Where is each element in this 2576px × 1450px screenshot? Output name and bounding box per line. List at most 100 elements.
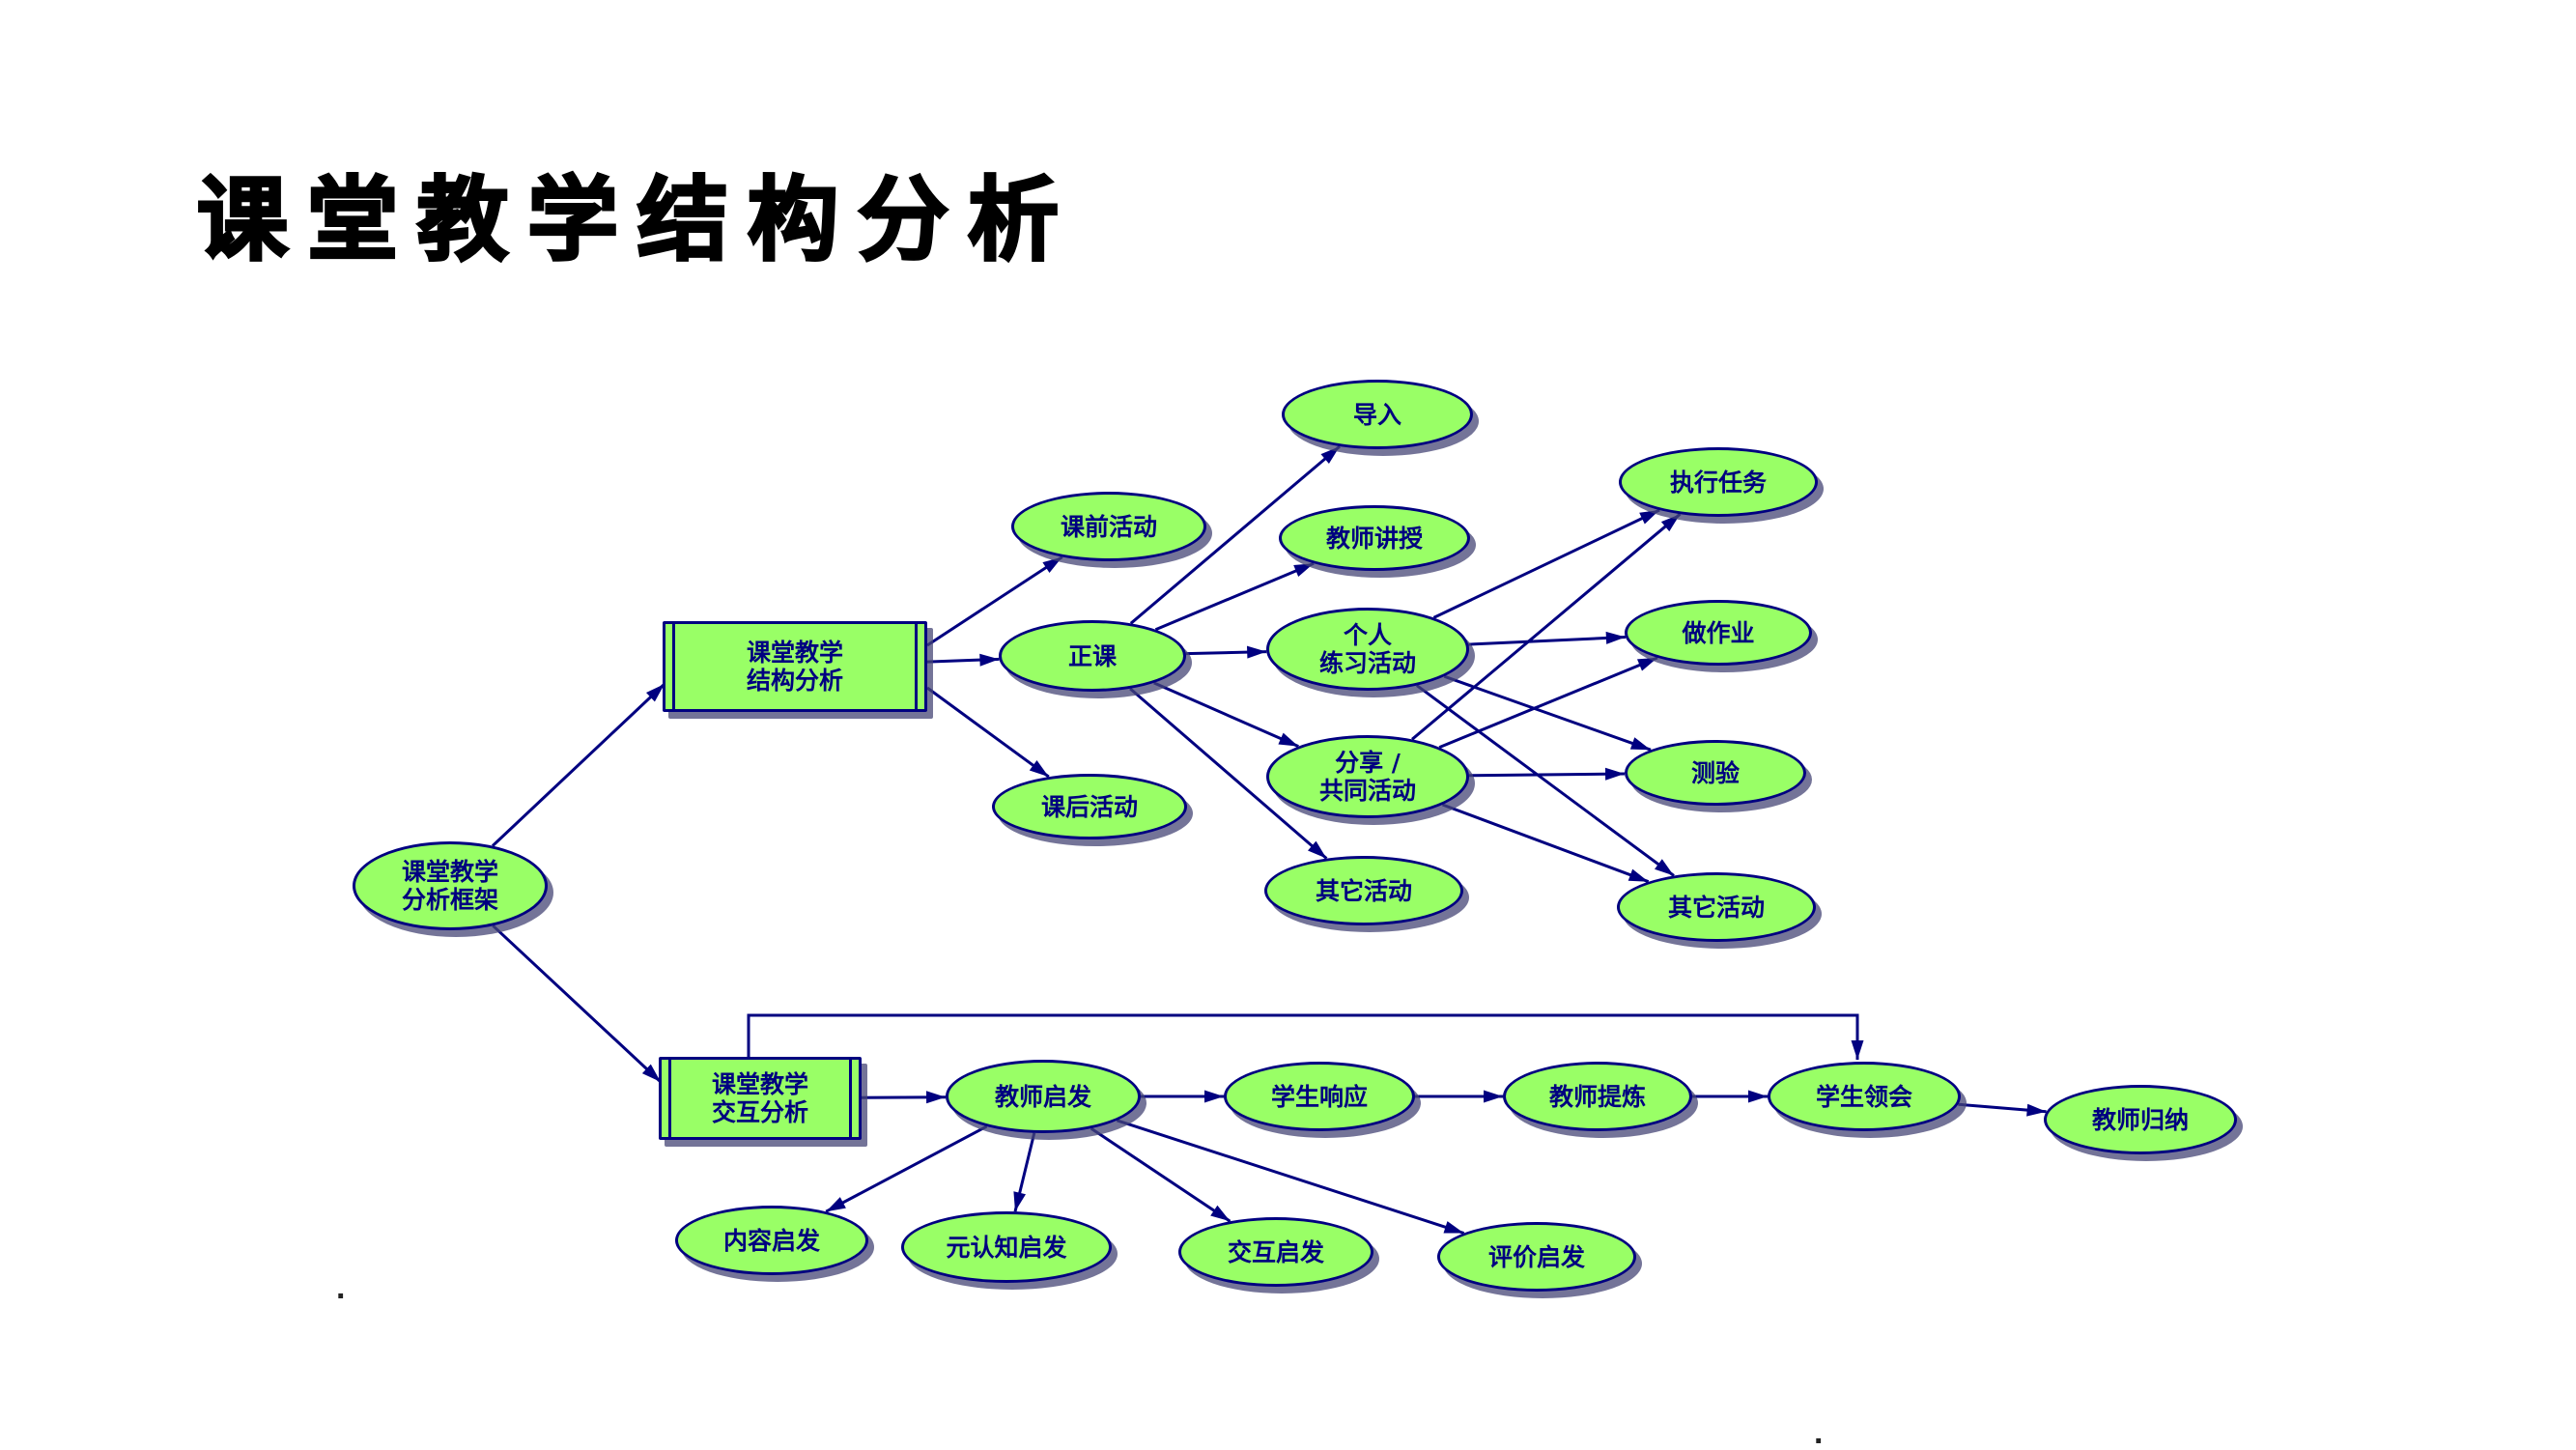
arrowhead: [926, 1091, 946, 1104]
node-label: 导入: [1352, 400, 1401, 429]
node-label: 课前活动: [1060, 512, 1157, 541]
edge-individual-task: [1432, 508, 1660, 619]
node-label: 其它活动: [1667, 893, 1765, 922]
stray-dot: .: [1814, 1414, 1824, 1450]
node-label: 评价启发: [1487, 1242, 1585, 1271]
node-label: 个人: [1343, 621, 1392, 649]
arrowhead: [1637, 657, 1657, 671]
node-struct: 课堂教学结构分析: [663, 621, 927, 712]
node-label: 交互分析: [711, 1098, 808, 1126]
node-label: 交互启发: [1227, 1237, 1324, 1266]
rect-side-bar: [668, 1059, 671, 1138]
arrowhead: [1210, 1205, 1231, 1222]
node-label: 课堂教学: [746, 639, 843, 667]
node-label: 教师讲授: [1325, 524, 1423, 553]
edge-interact-s_grasp: [747, 1013, 1859, 1060]
arrowhead: [1851, 1040, 1864, 1060]
node-main: 正课: [999, 620, 1186, 692]
node-label: 共同活动: [1318, 777, 1416, 805]
node-label: 分析框架: [401, 886, 498, 914]
edge-root-interact: [492, 924, 663, 1084]
arrowhead: [1029, 760, 1049, 778]
arrowhead: [979, 653, 1000, 667]
edge-share-task: [1411, 513, 1682, 741]
node-s_grasp: 学生领会: [1768, 1062, 1961, 1131]
node-label: 结构分析: [746, 667, 843, 695]
arrowhead: [1308, 840, 1327, 859]
node-label: 执行任务: [1669, 468, 1767, 497]
node-eval_q: 评价启发: [1437, 1222, 1636, 1292]
edge-root-struct: [491, 682, 666, 847]
node-s_respond: 学生响应: [1224, 1062, 1415, 1131]
node-content_q: 内容启发: [675, 1206, 868, 1275]
arrowhead: [646, 684, 665, 702]
node-label: 其它活动: [1315, 876, 1412, 905]
edge-share-quiz: [1468, 772, 1626, 778]
edge-main-lecture: [1154, 561, 1315, 632]
node-label: 课堂教学: [711, 1070, 808, 1098]
edge-individual-other_r: [1416, 684, 1675, 877]
rect-side-bar: [672, 623, 675, 710]
node-label: 分享 /: [1335, 749, 1401, 777]
node-other_l: 其它活动: [1264, 856, 1463, 925]
node-inter_q: 交互启发: [1178, 1217, 1373, 1287]
node-share: 分享 /共同活动: [1266, 735, 1469, 818]
arrowhead: [641, 1064, 661, 1082]
rect-side-bar: [849, 1059, 852, 1138]
arrowhead: [826, 1197, 846, 1212]
node-individual: 个人练习活动: [1266, 608, 1469, 691]
node-task: 执行任务: [1619, 447, 1818, 517]
arrowhead: [1639, 510, 1660, 525]
arrowhead: [1748, 1090, 1768, 1103]
node-label: 测验: [1690, 758, 1740, 787]
node-label: 内容启发: [722, 1226, 820, 1255]
node-label: 教师提炼: [1548, 1082, 1646, 1111]
node-t_inspire: 教师启发: [946, 1060, 1141, 1133]
node-label: 学生响应: [1270, 1082, 1368, 1111]
edge-main-other_l: [1129, 687, 1328, 860]
arrowhead: [1278, 732, 1299, 747]
arrowhead: [1605, 631, 1626, 644]
edge-share-other_r: [1441, 803, 1650, 884]
arrowhead: [1660, 514, 1681, 532]
arrowhead: [2026, 1103, 2047, 1117]
node-label: 学生领会: [1815, 1082, 1912, 1111]
node-homework: 做作业: [1625, 600, 1812, 666]
node-label: 教师归纳: [2091, 1105, 2189, 1134]
node-quiz: 测验: [1625, 740, 1806, 806]
edge-main-share: [1153, 681, 1299, 748]
rect-side-bar: [915, 623, 918, 710]
node-label: 课后活动: [1040, 792, 1138, 821]
arrowhead: [1293, 563, 1315, 577]
edge-t_inspire-content_q: [825, 1124, 988, 1213]
arrowhead: [1605, 767, 1625, 781]
edge-t_inspire-inter_q: [1090, 1126, 1231, 1223]
node-pre: 课前活动: [1011, 492, 1206, 561]
node-t_refine: 教师提炼: [1503, 1062, 1692, 1131]
edge-t_inspire-eval_q: [1116, 1119, 1465, 1235]
arrowhead: [1655, 859, 1674, 876]
arrowhead: [1042, 556, 1062, 573]
arrowhead: [1443, 1221, 1464, 1234]
node-other_r: 其它活动: [1617, 872, 1816, 942]
node-post: 课后活动: [992, 774, 1187, 839]
stray-dot: .: [336, 1269, 346, 1306]
arrowhead: [1320, 446, 1340, 464]
node-label: 教师启发: [994, 1082, 1091, 1111]
node-label: 正课: [1067, 641, 1117, 670]
node-intro: 导入: [1282, 380, 1473, 449]
edge-main-intro: [1129, 444, 1341, 625]
arrowhead: [1247, 645, 1267, 659]
arrowhead: [1628, 868, 1649, 882]
node-label: 练习活动: [1318, 649, 1416, 677]
arrowhead: [1013, 1191, 1026, 1212]
arrowhead: [1204, 1090, 1224, 1103]
node-label: 元认知启发: [946, 1233, 1067, 1262]
node-interact: 课堂教学交互分析: [659, 1057, 862, 1140]
node-lecture: 教师讲授: [1279, 505, 1470, 571]
node-root: 课堂教学分析框架: [353, 841, 548, 930]
node-label: 课堂教学: [401, 858, 498, 886]
